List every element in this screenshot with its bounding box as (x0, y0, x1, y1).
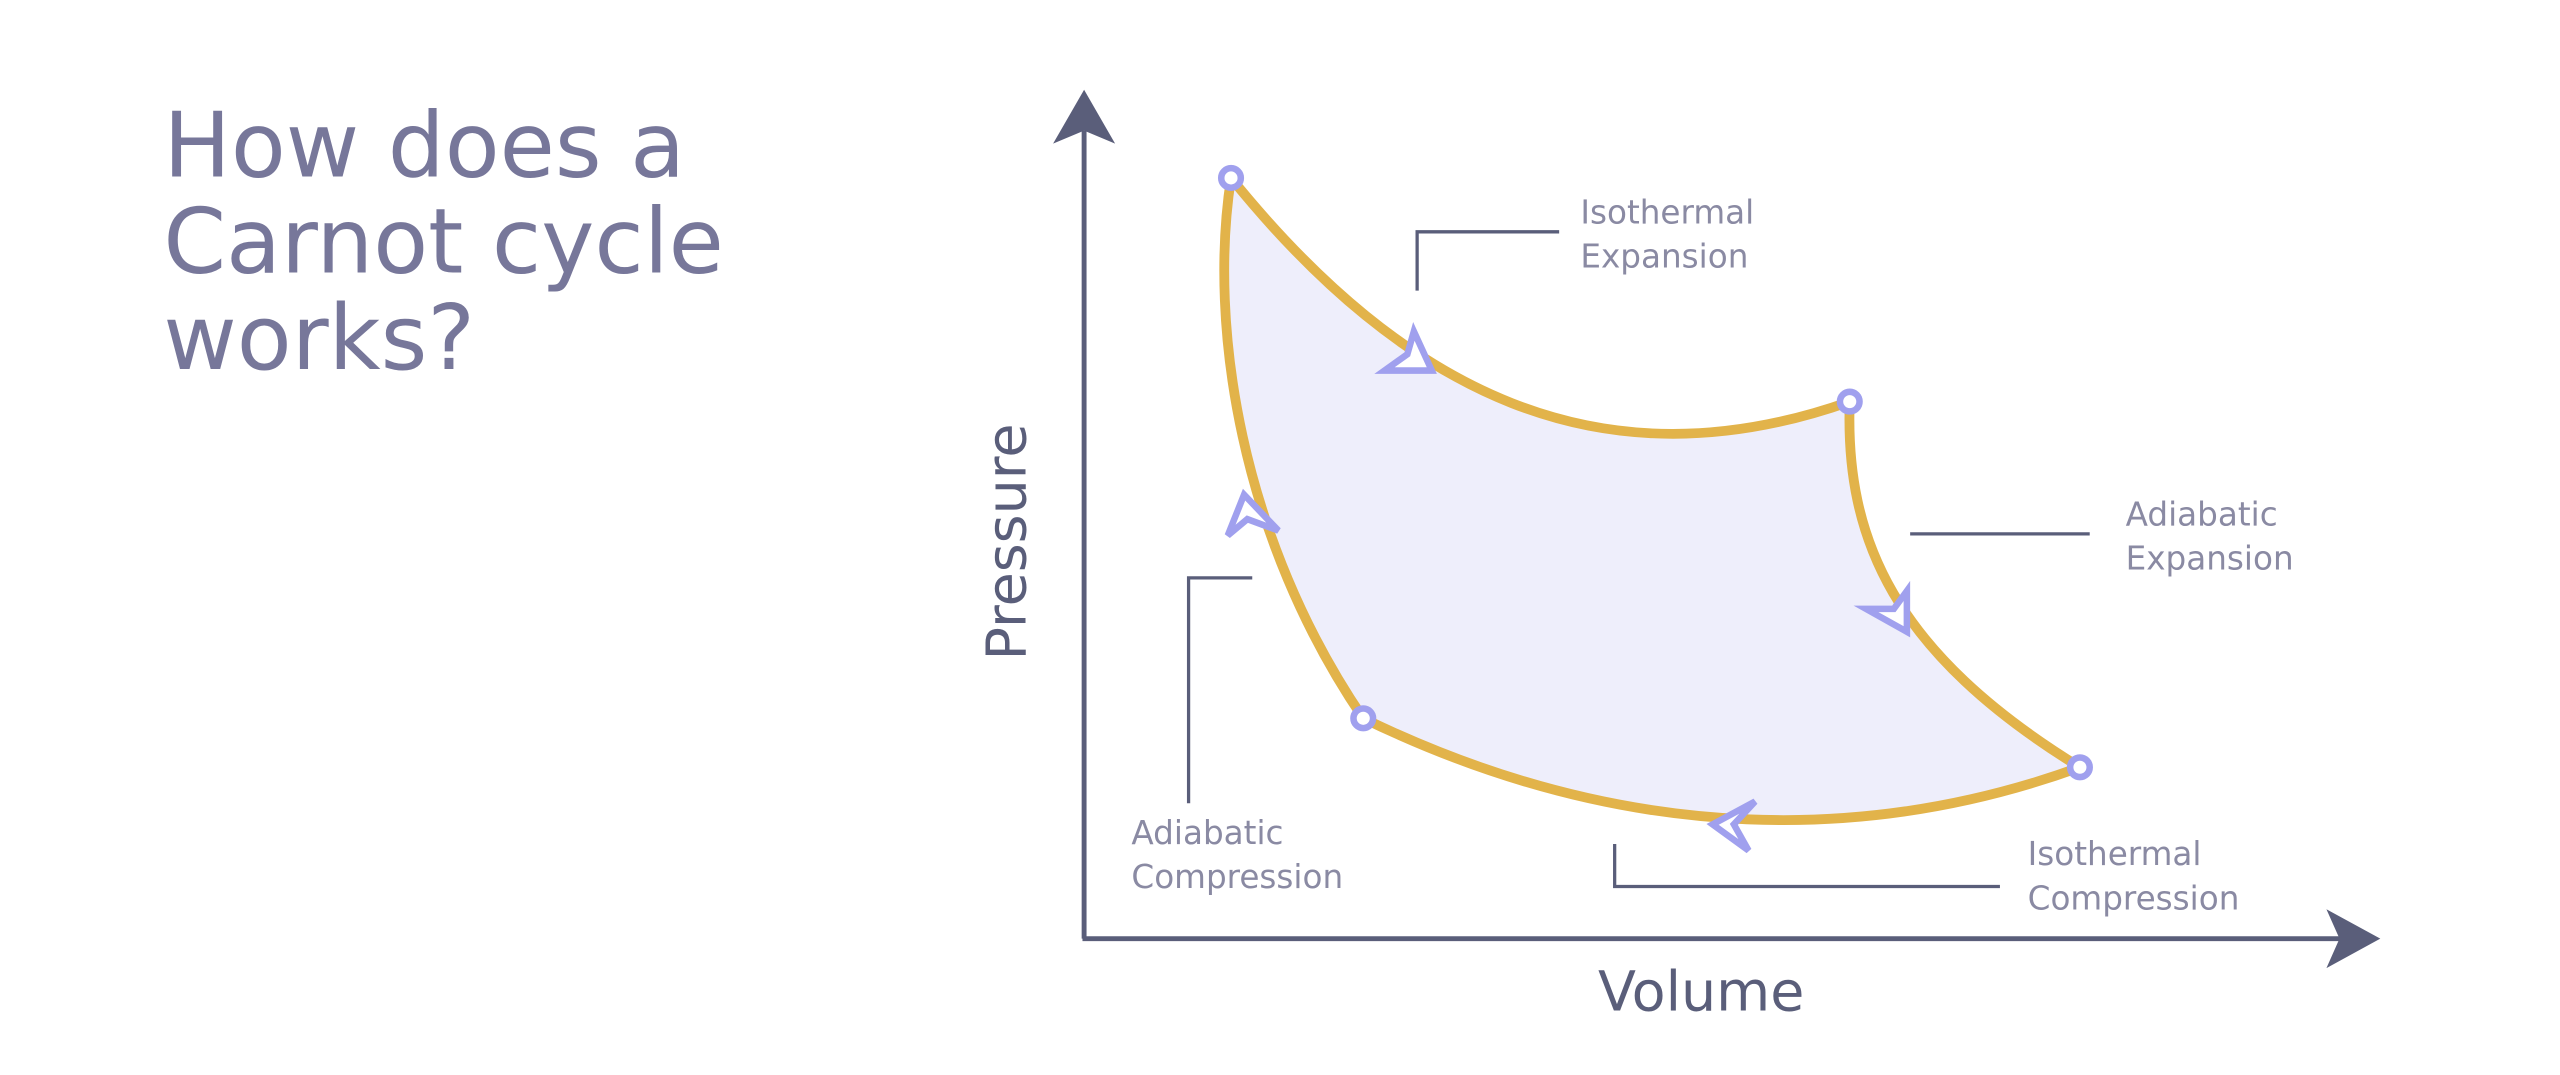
direction-arrow-icon (1224, 488, 1281, 538)
isothermal-expansion-curve (1226, 173, 1855, 439)
svg-text:Expansion: Expansion (2126, 540, 2294, 578)
svg-text:works?: works? (163, 287, 475, 391)
svg-text:Compression: Compression (1131, 858, 1343, 896)
direction-arrow-icon (1853, 580, 1911, 638)
svg-text:How does a: How does a (163, 94, 685, 198)
adiabatic-expansion-curve (1844, 396, 2085, 773)
x-axis-label: Volume (1598, 960, 1804, 1025)
svg-text:Adiabatic: Adiabatic (2126, 496, 2278, 534)
state-point (1217, 164, 1245, 192)
leader-line (1186, 576, 1253, 804)
isothermal-compression-curve (1358, 713, 2085, 825)
svg-text:Isothermal: Isothermal (1580, 194, 1754, 232)
label-adiabatic-expansion: Adiabatic Expansion (2126, 496, 2294, 578)
state-point (2066, 754, 2093, 781)
svg-text:Carnot cycle: Carnot cycle (163, 191, 724, 295)
svg-text:Expansion: Expansion (1580, 238, 1748, 276)
x-axis-arrow-icon (2326, 909, 2381, 969)
y-axis-label: Pressure (974, 423, 1039, 660)
svg-text:Compression: Compression (2028, 879, 2240, 917)
cycle-area (1224, 177, 2080, 821)
direction-arrow-icon (1374, 322, 1437, 374)
page-title: How does a Carnot cycle works? (163, 94, 724, 391)
label-isothermal-expansion: Isothermal Expansion (1580, 194, 1754, 276)
y-axis-arrow-icon (1053, 89, 1116, 144)
direction-arrow-icon (1706, 798, 1758, 854)
svg-text:Isothermal: Isothermal (2028, 835, 2202, 873)
leader-line (1613, 844, 2000, 889)
label-isothermal-compression: Isothermal Compression (2028, 835, 2240, 917)
adiabatic-compression-curve (1219, 173, 1369, 724)
leader-line (1415, 230, 1560, 291)
state-point (1350, 705, 1377, 732)
svg-text:Adiabatic: Adiabatic (1131, 814, 1283, 852)
label-adiabatic-compression: Adiabatic Compression (1131, 814, 1343, 896)
state-point (1836, 388, 1863, 415)
